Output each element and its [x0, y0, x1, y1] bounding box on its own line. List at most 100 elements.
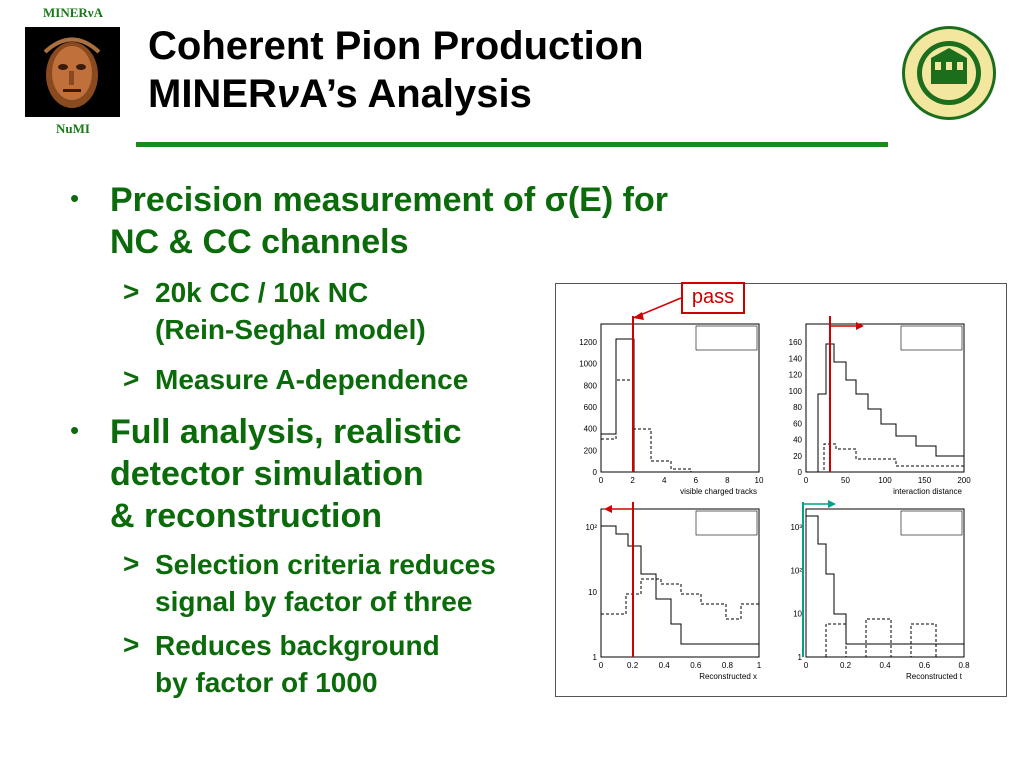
panel-3-ytick-label: 1 [593, 653, 598, 662]
bullet-2: Full analysis, realistic detector simula… [110, 411, 462, 537]
panel-2-xtick-label: 0 [804, 476, 809, 485]
sub-bullet-2-2: Reduces background by factor of 1000 [155, 627, 440, 701]
sub-marker-2: > [123, 363, 140, 394]
panel-2-ytick-label: 20 [793, 452, 802, 461]
panel-2-ytick-label: 160 [789, 338, 803, 347]
panel-4-xtick-label: 0.6 [919, 661, 931, 670]
panel-3-frame [600, 508, 760, 658]
pass-label: pass [681, 282, 745, 314]
panel-1-ytick-label: 400 [584, 425, 598, 434]
panel-2-xlabel: interaction distance [893, 487, 962, 496]
bullet-dot-2: • [70, 415, 80, 445]
panel-4-frame [805, 508, 965, 658]
panel-4-dashed-hist [806, 618, 964, 658]
title-line-2-suffix: A’s Analysis [299, 72, 532, 116]
panel-3-xlabel: Reconstructed x [699, 672, 757, 681]
panel-1-xlabel: visible charged tracks [680, 487, 757, 496]
sub-2-2-line-1: Reduces background [155, 630, 440, 661]
panel-3-xtick-label: 0.4 [659, 661, 671, 670]
panel-1-arrow-icon [633, 312, 644, 320]
sub-bullet-1-1: 20k CC / 10k NC (Rein-Seghal model) [155, 274, 426, 348]
minerva-logo-text: MINERνA [43, 5, 103, 20]
panel-2-dashed-hist [806, 443, 964, 473]
title-nu-symbol: ν [276, 72, 300, 116]
panel-2-ytick-label: 140 [789, 354, 803, 363]
panel-1-solid-hist [601, 338, 759, 473]
panel-2-ytick-label: 40 [793, 436, 802, 445]
panel-3-dashed-hist [601, 578, 759, 620]
bullet-1-line-2: NC & CC channels [110, 223, 409, 261]
panel-4-xtick-label: 0 [804, 661, 809, 670]
bullet-2-line-2: detector simulation [110, 455, 424, 493]
panel-1-statbox [695, 325, 758, 351]
panel-2-ytick-label: 120 [789, 371, 803, 380]
panel-3-xtick-label: 1 [757, 661, 762, 670]
panel-2-arrow-icon [856, 322, 864, 330]
bullet-dot-1: • [70, 183, 80, 213]
panel-2-xtick-label: 200 [957, 476, 971, 485]
sub-marker-4: > [123, 629, 140, 660]
sub-bullet-1-2: Measure A-dependence [155, 361, 468, 398]
panel-1-ytick-label: 0 [593, 468, 598, 477]
panel-1-dashed-hist [601, 379, 759, 473]
panel-2-xtick-label: 100 [878, 476, 892, 485]
title-line-1: Coherent Pion Production [148, 24, 644, 68]
sub-1-1-line-1: 20k CC / 10k NC [155, 277, 369, 308]
panel-2-statbox [900, 325, 963, 351]
panel-2-xtick-label: 50 [841, 476, 850, 485]
panel-1-xtick-label: 6 [694, 476, 699, 485]
sub-marker-3: > [123, 548, 140, 579]
panel-4-ytick-label: 10³ [790, 523, 802, 532]
panel-4-xtick-label: 0.2 [840, 661, 852, 670]
mask-logo-icon [25, 27, 120, 117]
panel-2-solid-hist [806, 343, 964, 473]
panel-3-statbox [695, 510, 758, 536]
sub-1-2-line-1: Measure A-dependence [155, 364, 469, 395]
panel-3-solid-hist [601, 525, 759, 645]
sub-marker-1: > [123, 276, 140, 307]
bullet-2-line-3: & reconstruction [110, 497, 383, 535]
panel-4-xtick-label: 0.8 [958, 661, 970, 670]
panel-3-arrow-icon [604, 505, 612, 513]
sub-1-1-line-2: (Rein-Seghal model) [155, 314, 426, 345]
panel-1-xtick-label: 4 [662, 476, 667, 485]
panel-1-ytick-label: 800 [584, 381, 598, 390]
panel-4-ytick-label: 10 [793, 610, 802, 619]
panel-2-frame [805, 323, 965, 473]
panel-4-arrow-icon [828, 500, 836, 508]
panel-1-ytick-label: 1000 [579, 360, 597, 369]
panel-4-xtick-label: 0.4 [879, 661, 891, 670]
title-line-2-prefix: MINER [148, 72, 277, 116]
sub-bullet-2-1: Selection criteria reduces signal by fac… [155, 546, 496, 620]
panel-1-xtick-label: 8 [725, 476, 730, 485]
title-line-2: MINERνA’s Analysis [148, 70, 644, 118]
panel-2-ytick-label: 60 [793, 419, 802, 428]
panel-3-xtick-label: 0.8 [722, 661, 734, 670]
bullet-1: Precision measurement of σ(E) for NC & C… [110, 179, 668, 263]
panel-1-xtick-label: 0 [599, 476, 604, 485]
panel-4-ytick-label: 1 [798, 653, 803, 662]
panel-4-xlabel: Reconstructed t [906, 672, 963, 681]
panel-3-ytick-label: 10² [585, 523, 597, 532]
panel-4-statbox [900, 510, 963, 536]
sub-2-1-line-2: signal by factor of three [155, 586, 473, 617]
panel-1-ytick-label: 1200 [579, 338, 597, 347]
title-divider [136, 142, 888, 147]
panel-3-xtick-label: 0.2 [627, 661, 639, 670]
panel-2-ytick-label: 0 [798, 468, 803, 477]
panel-2-ytick-label: 100 [789, 387, 803, 396]
panel-1-xtick-label: 2 [630, 476, 635, 485]
panel-1-ytick-label: 600 [584, 403, 598, 412]
panel-1-ytick-label: 200 [584, 446, 598, 455]
page-title: Coherent Pion Production MINERνA’s Analy… [148, 22, 644, 118]
panel-4-ytick-label: 10² [790, 566, 802, 575]
college-seal-icon [900, 24, 998, 122]
numi-logo-text: NuMI [56, 121, 90, 136]
panel-2-ytick-label: 80 [793, 403, 802, 412]
sub-2-2-line-2: by factor of 1000 [155, 667, 378, 698]
panel-3-xtick-label: 0 [599, 661, 604, 670]
bullet-2-line-1: Full analysis, realistic [110, 413, 462, 451]
panel-3-ytick-label: 10 [588, 588, 597, 597]
